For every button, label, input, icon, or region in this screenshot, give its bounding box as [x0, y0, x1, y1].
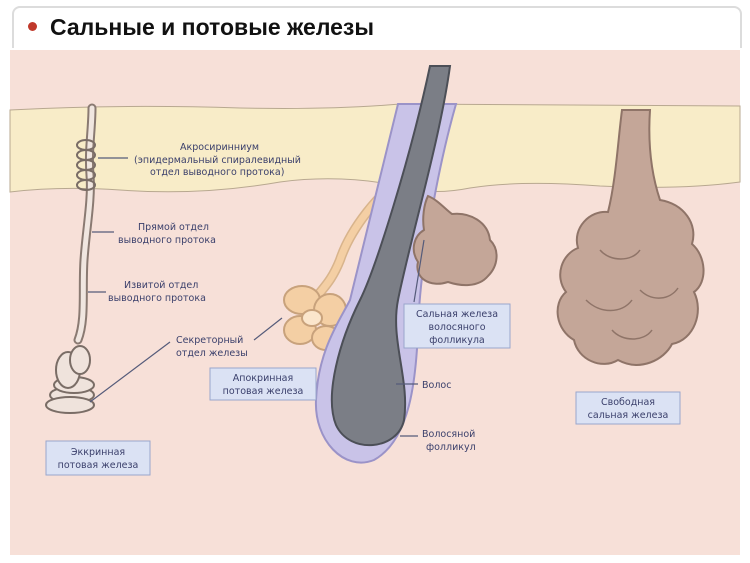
eccrine-duct-inner	[75, 105, 95, 343]
sebaceous-follicle-label-box	[403, 303, 511, 349]
label-eccrine-1: Эккринная	[71, 447, 125, 458]
label-apocrine-1: Апокринная	[233, 373, 293, 384]
acrosyringium-spiral	[76, 139, 96, 191]
label-straight-1: Прямой отдел	[138, 222, 209, 233]
label-secretory-1: Секреторный	[176, 335, 243, 346]
title-bar: Сальные и потовые железы	[12, 6, 742, 48]
label-coiled-2: выводного протока	[108, 293, 206, 304]
label-apocrine-2: потовая железа	[223, 386, 304, 397]
label-secretory-2: отдел железы	[176, 348, 248, 359]
label-free-gland-1: Свободная	[601, 397, 655, 408]
hair-shaft	[330, 65, 452, 447]
label-sebaceous-follicle-1: Сальная железа	[416, 309, 498, 320]
label-eccrine-2: потовая железа	[58, 460, 139, 471]
leader-lines	[88, 157, 425, 437]
label-sebaceous-follicle-2: волосяного	[428, 322, 485, 333]
label-follicle-2: фолликул	[426, 442, 476, 453]
label-follicle-1: Волосяной	[422, 429, 475, 440]
label-free-gland-2: сальная железа	[588, 410, 669, 421]
label-sebaceous-follicle-3: фолликула	[429, 335, 485, 346]
eccrine-coil	[45, 345, 95, 414]
label-acrosyringium-3: отдел выводного протока)	[150, 167, 284, 178]
label-acrosyringium-1: Акросиринниум	[180, 142, 259, 153]
sebaceous-follicle-gland	[412, 194, 498, 287]
label-coiled-1: Извитой отдел	[124, 280, 198, 291]
label-acrosyringium-2: (эпидермальный спиралевидный	[134, 155, 301, 166]
free-sebaceous-gland	[556, 109, 705, 366]
eccrine-label-box	[45, 440, 151, 476]
apocrine-label-box	[209, 367, 317, 401]
free-gland-label-box	[575, 391, 681, 425]
bullet-icon	[28, 22, 37, 31]
free-gland-lobules	[585, 249, 679, 340]
page-title: Сальные и потовые железы	[50, 14, 374, 40]
label-straight-2: выводного протока	[118, 235, 216, 246]
epidermis	[9, 103, 741, 193]
label-hair: Волос	[422, 380, 451, 391]
